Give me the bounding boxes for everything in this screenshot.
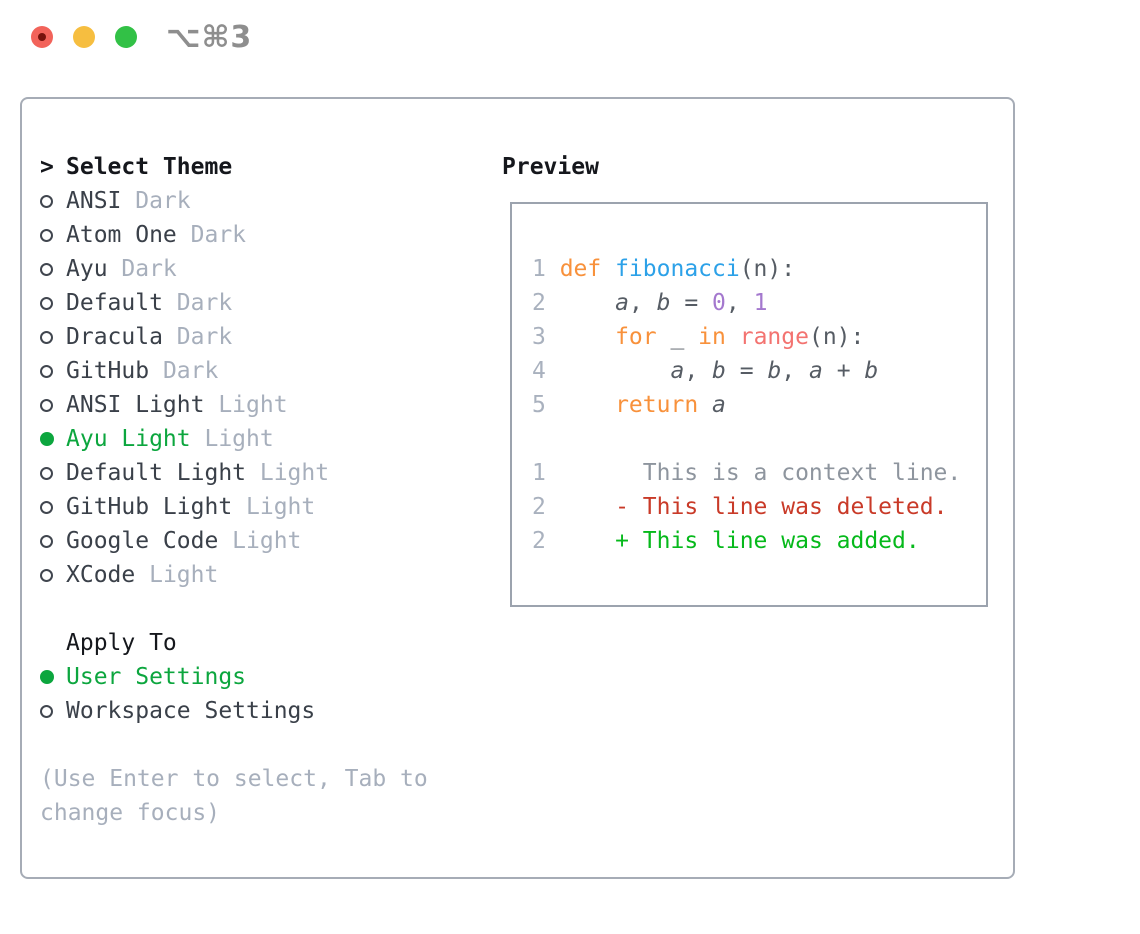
radio-icon bbox=[40, 262, 53, 276]
theme-option[interactable]: Default Light Light bbox=[40, 456, 465, 490]
theme-name: Default Light bbox=[66, 460, 247, 486]
line-number: 2 bbox=[532, 528, 546, 554]
theme-option[interactable]: Atom One Dark bbox=[40, 218, 465, 252]
theme-variant-label: Light bbox=[259, 460, 330, 486]
code-line: 4 a, b = b, a + b bbox=[532, 354, 970, 388]
theme-option[interactable]: Google Code Light bbox=[40, 524, 465, 558]
titlebar: ⌥⌘3 bbox=[0, 0, 1140, 74]
theme-variant-label: Dark bbox=[176, 290, 233, 316]
theme-option[interactable]: ANSI Dark bbox=[40, 184, 465, 218]
theme-name: Default bbox=[66, 290, 163, 316]
apply-to-label: User Settings bbox=[66, 664, 247, 690]
theme-variant-label: Dark bbox=[190, 222, 247, 248]
code-line: 3 for _ in range(n): bbox=[532, 320, 970, 354]
theme-name: ANSI Light bbox=[66, 392, 205, 418]
select-theme-title: Select Theme bbox=[66, 154, 233, 180]
radio-selected-icon bbox=[40, 432, 54, 446]
theme-option[interactable]: GitHub Dark bbox=[40, 354, 465, 388]
theme-option[interactable]: Dracula Dark bbox=[40, 320, 465, 354]
line-number: 1 bbox=[532, 460, 546, 486]
theme-variant-label: Light bbox=[204, 426, 274, 452]
theme-name: Dracula bbox=[66, 324, 163, 350]
theme-name: Google Code bbox=[66, 528, 219, 554]
theme-option[interactable]: Ayu Light Light bbox=[40, 422, 465, 456]
theme-option[interactable]: Ayu Dark bbox=[40, 252, 465, 286]
code-line: 1 This is a context line. bbox=[532, 456, 970, 490]
preview-title: Preview bbox=[502, 154, 599, 180]
code-line bbox=[532, 422, 970, 456]
line-number: 2 bbox=[532, 290, 546, 316]
code-line: 2 - This line was deleted. bbox=[532, 490, 970, 524]
apply-to-label: Workspace Settings bbox=[66, 698, 316, 724]
theme-name: Atom One bbox=[66, 222, 177, 248]
line-number: 3 bbox=[532, 324, 546, 350]
line-number: 5 bbox=[532, 392, 546, 418]
radio-icon bbox=[40, 568, 53, 582]
select-theme-header: > Select Theme bbox=[40, 150, 465, 184]
line-number: 2 bbox=[532, 494, 546, 520]
cursor-marker: > bbox=[40, 154, 54, 180]
keyboard-shortcut-label: ⌥⌘3 bbox=[166, 20, 253, 55]
radio-icon bbox=[40, 704, 53, 718]
apply-to-option[interactable]: User Settings bbox=[40, 660, 465, 694]
code-line: 2 + This line was added. bbox=[532, 524, 970, 558]
zoom-button[interactable] bbox=[115, 26, 137, 48]
radio-icon bbox=[40, 194, 53, 208]
apply-to-header: Apply To bbox=[40, 626, 465, 660]
line-number bbox=[532, 422, 560, 456]
theme-variant-label: Light bbox=[149, 562, 219, 588]
apply-to-title: Apply To bbox=[66, 630, 177, 656]
radio-icon bbox=[40, 296, 53, 310]
theme-variant-label: Light bbox=[218, 392, 288, 418]
theme-name: XCode bbox=[66, 562, 136, 588]
theme-variant-label: Light bbox=[246, 494, 316, 520]
theme-variant-label: Dark bbox=[121, 256, 177, 282]
theme-name: ANSI bbox=[66, 188, 122, 214]
code-line: 2 a, b = 0, 1 bbox=[532, 286, 970, 320]
radio-icon bbox=[40, 228, 53, 242]
theme-option[interactable]: ANSI Light Light bbox=[40, 388, 465, 422]
theme-variant-label: Light bbox=[232, 528, 302, 554]
theme-name: Ayu bbox=[66, 256, 108, 282]
close-button[interactable] bbox=[31, 26, 53, 48]
line-number: 1 bbox=[532, 256, 546, 282]
radio-icon bbox=[40, 534, 53, 548]
theme-variant-label: Dark bbox=[135, 188, 191, 214]
minimize-button[interactable] bbox=[73, 26, 95, 48]
line-number: 4 bbox=[532, 358, 546, 384]
radio-icon bbox=[40, 364, 53, 378]
theme-variant-label: Dark bbox=[162, 358, 219, 384]
radio-icon bbox=[40, 500, 53, 514]
spacer bbox=[40, 728, 465, 762]
spacer bbox=[40, 592, 465, 626]
keyboard-hint: (Use Enter to select, Tab to change focu… bbox=[40, 766, 428, 826]
radio-icon bbox=[40, 330, 53, 344]
code-line: 5 return a bbox=[532, 388, 970, 422]
theme-option[interactable]: GitHub Light Light bbox=[40, 490, 465, 524]
theme-name: GitHub Light bbox=[66, 494, 233, 520]
theme-name: Ayu Light bbox=[66, 426, 191, 452]
apply-to-option[interactable]: Workspace Settings bbox=[40, 694, 465, 728]
radio-icon bbox=[40, 466, 53, 480]
theme-option[interactable]: XCode Light bbox=[40, 558, 465, 592]
theme-variant-label: Dark bbox=[176, 324, 233, 350]
theme-option[interactable]: Default Dark bbox=[40, 286, 465, 320]
radio-selected-icon bbox=[40, 670, 54, 684]
theme-name: GitHub bbox=[66, 358, 150, 384]
radio-icon bbox=[40, 398, 53, 412]
